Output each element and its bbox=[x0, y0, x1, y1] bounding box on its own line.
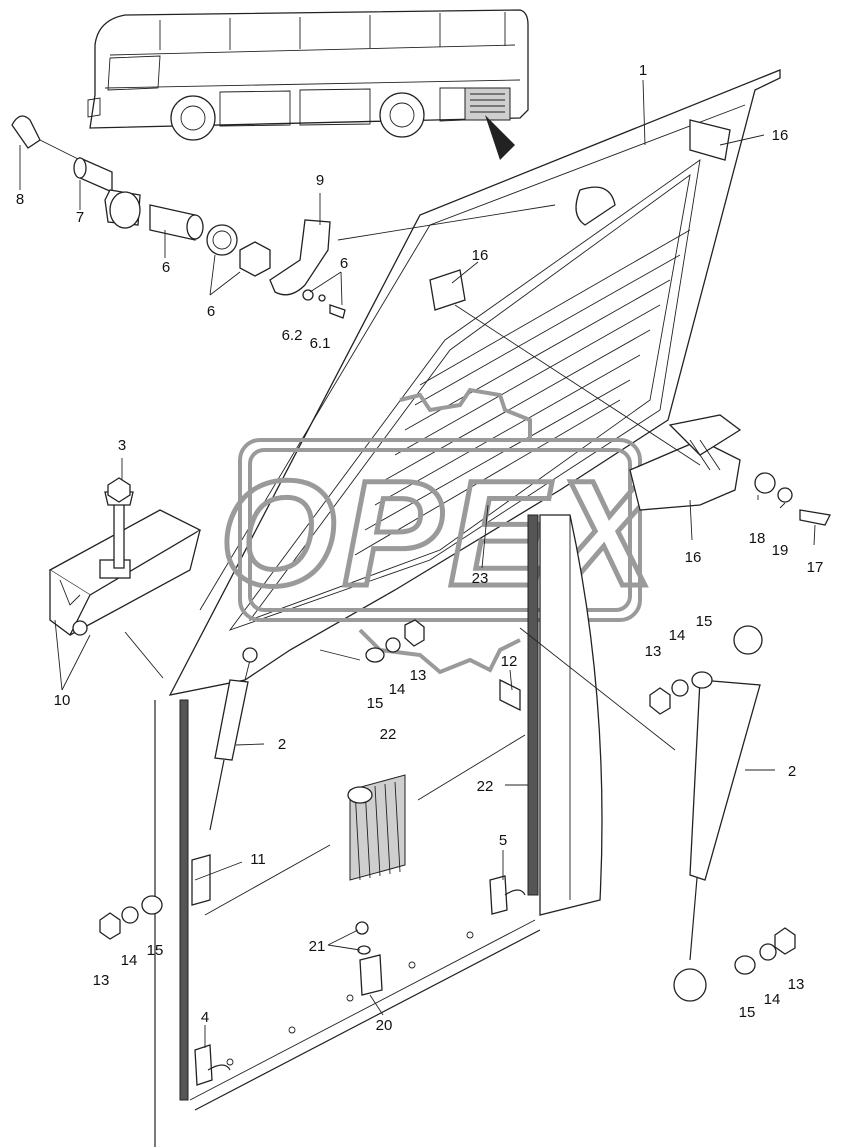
fasteners bbox=[99, 619, 796, 975]
callout-18: 18 bbox=[749, 530, 766, 547]
callout-22-top: 22 bbox=[380, 726, 397, 743]
callout-1: 1 bbox=[639, 62, 647, 79]
lock-assembly bbox=[11, 115, 346, 319]
callout-6-left: 6 bbox=[162, 259, 170, 276]
gas-struts bbox=[209, 625, 763, 1002]
callout-14-mid: 14 bbox=[389, 681, 406, 698]
callout-16-bottom: 16 bbox=[685, 549, 702, 566]
callout-17: 17 bbox=[807, 559, 824, 576]
callout-19: 19 bbox=[772, 542, 789, 559]
callout-labels: 1 16 16 9 6 6 6 6.2 6.1 7 8 3 10 2 2 11 … bbox=[16, 62, 824, 1034]
callout-11: 11 bbox=[250, 851, 266, 868]
callout-6-bottom: 6 bbox=[207, 303, 215, 320]
callout-15-right-bottom: 15 bbox=[739, 1004, 756, 1021]
callout-14-right-bottom: 14 bbox=[764, 991, 781, 1008]
callout-2-left: 2 bbox=[278, 736, 286, 753]
callout-2-right: 2 bbox=[788, 763, 796, 780]
callout-14-right-top: 14 bbox=[669, 627, 686, 644]
callout-8: 8 bbox=[16, 191, 24, 208]
callout-21: 21 bbox=[309, 938, 326, 955]
callout-6-right: 6 bbox=[340, 255, 348, 272]
leader-lines bbox=[19, 79, 816, 1048]
callout-13-mid: 13 bbox=[410, 667, 427, 684]
watermark-text: OPEX bbox=[220, 449, 663, 617]
callout-4: 4 bbox=[201, 1009, 209, 1026]
door-frame bbox=[154, 514, 603, 1147]
callout-7: 7 bbox=[76, 209, 84, 226]
callout-10: 10 bbox=[54, 692, 71, 709]
callout-15-left: 15 bbox=[147, 942, 164, 959]
callout-16-mid: 16 bbox=[472, 247, 489, 264]
callout-6-1: 6.1 bbox=[310, 335, 331, 352]
callout-23: 23 bbox=[472, 570, 489, 587]
callout-16-top: 16 bbox=[772, 127, 789, 144]
callout-12: 12 bbox=[501, 653, 518, 670]
bus-thumbnail bbox=[87, 9, 529, 160]
callout-22-right: 22 bbox=[477, 778, 494, 795]
callout-13-left: 13 bbox=[93, 972, 110, 989]
hinge-bar bbox=[48, 477, 202, 636]
opex-watermark: OPEX bbox=[217, 387, 663, 675]
callout-6-2: 6.2 bbox=[282, 327, 303, 344]
callout-9: 9 bbox=[316, 172, 324, 189]
callout-13-right-bottom: 13 bbox=[788, 976, 805, 993]
callout-20: 20 bbox=[376, 1017, 393, 1034]
callout-14-left: 14 bbox=[121, 952, 138, 969]
callout-15-right-top: 15 bbox=[696, 613, 713, 630]
callout-3: 3 bbox=[118, 437, 126, 454]
callout-15-mid: 15 bbox=[367, 695, 384, 712]
hooks-brackets bbox=[194, 678, 526, 1086]
seal-profile bbox=[347, 774, 406, 881]
callout-5: 5 bbox=[499, 832, 507, 849]
callout-13-right-top: 13 bbox=[645, 643, 662, 660]
